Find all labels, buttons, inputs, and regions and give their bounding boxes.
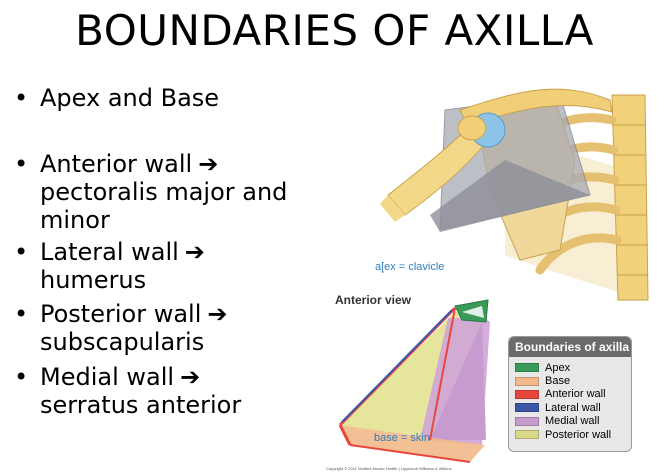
bullet-line: minor (40, 206, 110, 234)
base-caption: base = skin (374, 432, 430, 444)
shoulder-skeleton-illustration (380, 88, 649, 301)
bullet-line: serratus anterior (40, 391, 242, 419)
legend-item-medial-wall: Medial wall (509, 415, 631, 428)
legend-item-apex: Apex (509, 361, 631, 374)
legend-swatch (515, 363, 539, 373)
arrow-icon: ➔ (207, 300, 228, 328)
bullet-dot: • (14, 84, 29, 112)
legend-swatch (515, 403, 539, 413)
bullet-dot: • (14, 300, 29, 328)
bullet-dot: • (14, 363, 29, 391)
apex-caption: a[ex = clavicle (375, 261, 445, 273)
bullet-line: Posterior wall (40, 300, 202, 328)
bullet-line: Lateral wall (40, 238, 179, 266)
arrow-icon: ➔ (198, 150, 219, 178)
legend-label: Posterior wall (545, 428, 612, 441)
arrow-icon: ➔ (180, 363, 201, 391)
slide-title: BOUNDARIES OF AXILLA (75, 6, 594, 55)
bullet-line-group: Posterior wall➔ subscapularis (40, 300, 227, 356)
view-label: Anterior view (335, 293, 412, 307)
legend-label: Medial wall (545, 415, 600, 428)
copyright-text: Copyright © 2011 Wolters Kluwer Health |… (326, 466, 452, 471)
legend-item-anterior-wall: Anterior wall (509, 388, 631, 401)
axilla-pyramid-diagram (338, 299, 490, 463)
bullet-line-group: Medial wall➔ serratus anterior (40, 363, 241, 419)
legend-label: Lateral wall (545, 401, 601, 414)
bullet-line-group: Anterior wall➔ pectoralis major and mino… (40, 150, 287, 234)
legend-swatch (515, 430, 539, 440)
legend-item-lateral-wall: Lateral wall (509, 401, 631, 414)
arrow-icon: ➔ (184, 238, 205, 266)
legend-label: Apex (545, 361, 571, 374)
bullet-dot: • (14, 238, 29, 266)
legend-item-posterior-wall: Posterior wall (509, 428, 631, 441)
bullet-line: pectoralis major and (40, 178, 288, 206)
legend-label: Base (545, 375, 571, 388)
legend: Boundaries of axilla Apex Base Anterior … (508, 336, 632, 452)
bullet-line: subscapularis (40, 328, 205, 356)
bullet-line: Medial wall (40, 363, 175, 391)
legend-swatch (515, 376, 539, 386)
legend-title: Boundaries of axilla (509, 337, 631, 357)
bullet-line-group: Lateral wall➔ humerus (40, 238, 205, 294)
legend-swatch (515, 389, 539, 399)
legend-swatch (515, 416, 539, 426)
legend-label: Anterior wall (545, 388, 606, 401)
bullet-line: Anterior wall (40, 150, 193, 178)
legend-items: Apex Base Anterior wall Lateral wall Med… (509, 357, 631, 441)
bullet-line: Apex and Base (40, 84, 220, 112)
legend-item-base: Base (509, 374, 631, 387)
bullet-line: humerus (40, 266, 147, 294)
bullet-dot: • (14, 150, 29, 178)
